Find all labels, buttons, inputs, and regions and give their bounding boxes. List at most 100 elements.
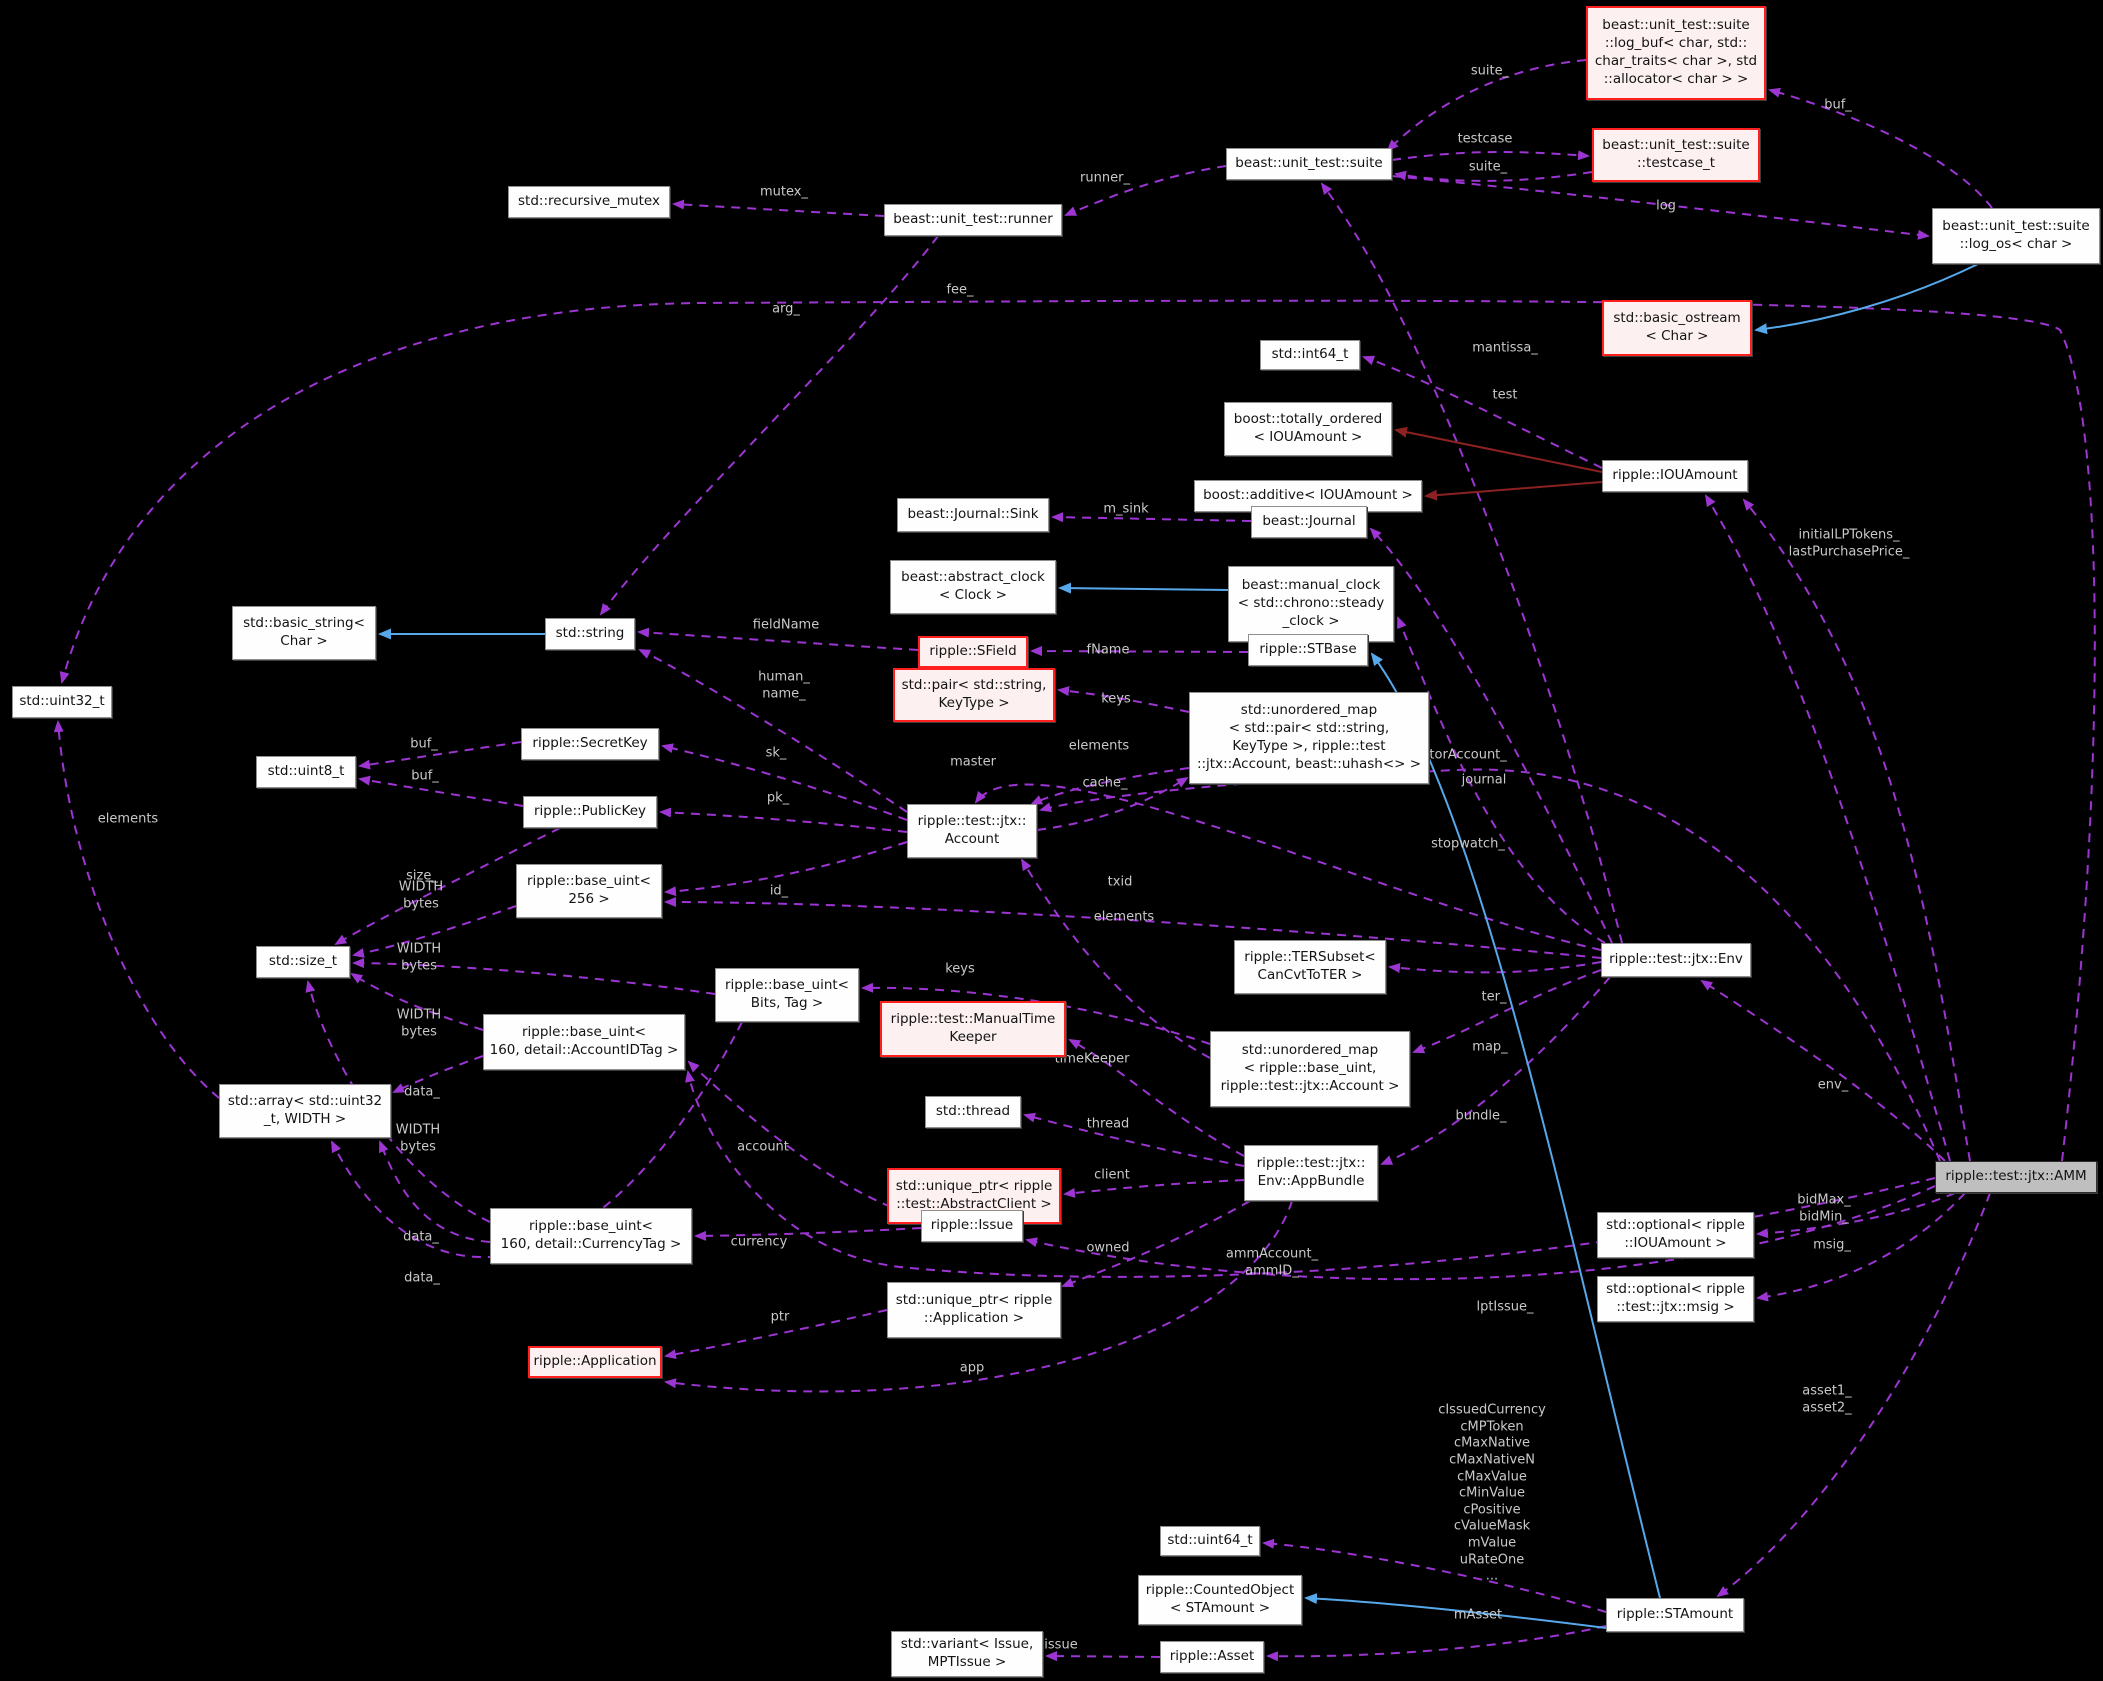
edge-label-bundle-app: app	[959, 1360, 985, 1376]
node-uint64-t[interactable]: std::uint64_t	[1160, 1526, 1260, 1556]
edge-env-map	[1412, 969, 1602, 1054]
edge-label-runner-string: arg_	[772, 301, 800, 317]
node-uint32-t[interactable]: std::uint32_t	[12, 686, 112, 718]
edge-bundle-client	[1063, 1179, 1245, 1198]
node-additive[interactable]: boost::additive< IOUAmount >	[1194, 480, 1422, 512]
edge-manualclock-abstract	[1058, 582, 1229, 594]
edge-label-amm-assets: asset1_ asset2_	[1802, 1383, 1852, 1415]
node-issue[interactable]: ripple::Issue	[921, 1210, 1023, 1242]
node-thread[interactable]: std::thread	[925, 1096, 1021, 1128]
node-runner[interactable]: beast::unit_test::runner	[884, 204, 1062, 236]
edge-label-stbase-sfield: fName	[1086, 642, 1130, 658]
edge-env-stopwatch	[1397, 616, 1606, 944]
node-tersubset[interactable]: ripple::TERSubset< CanCvtToTER >	[1234, 940, 1386, 994]
edge-bacct-sizet	[350, 972, 484, 1031]
edge-label-amm-bid: bidMax_ bidMin_	[1797, 1192, 1851, 1224]
edge-suite-testcase	[1391, 150, 1590, 161]
node-application[interactable]: ripple::Application	[528, 1346, 662, 1378]
node-array-uint32[interactable]: std::array< std::uint32 _t, WIDTH >	[219, 1084, 391, 1138]
node-variant-issue[interactable]: std::variant< Issue, MPTIssue >	[891, 1631, 1043, 1677]
edge-label-umapacct-account: elements	[1093, 909, 1155, 925]
node-journal[interactable]: beast::Journal	[1251, 506, 1367, 538]
node-stbase[interactable]: ripple::STBase	[1248, 634, 1368, 666]
node-uint8-t[interactable]: std::uint8_t	[256, 756, 356, 788]
node-manual-time-keeper[interactable]: ripple::test::ManualTime Keeper	[880, 1001, 1066, 1057]
node-stamount[interactable]: ripple::STAmount	[1606, 1598, 1744, 1632]
node-base-uint-accountid[interactable]: ripple::base_uint< 160, detail::AccountI…	[483, 1014, 685, 1070]
edge-stamount-uint64	[1262, 1538, 1607, 1613]
edge-label-suite-logos: log	[1656, 198, 1676, 214]
node-journal-sink[interactable]: beast::Journal::Sink	[897, 498, 1049, 532]
node-asset[interactable]: ripple::Asset	[1160, 1641, 1264, 1673]
node-amm[interactable]: ripple::test::jtx::AMM	[1935, 1161, 2097, 1193]
node-base-uint-currency[interactable]: ripple::base_uint< 160, detail::Currency…	[490, 1208, 692, 1264]
edge-secretkey-uint8	[358, 741, 522, 770]
node-publickey[interactable]: ripple::PublicKey	[523, 796, 657, 828]
edge-label-amm-msig: msig_	[1813, 1237, 1851, 1253]
node-suite[interactable]: beast::unit_test::suite	[1226, 148, 1392, 180]
edge-amm-iou-2	[1742, 498, 1971, 1162]
edge-label-amm-uint32: fee_	[946, 282, 974, 298]
edge-label-runner-mutex: mutex_	[760, 184, 808, 200]
edge-env-ter	[1388, 961, 1602, 974]
edge-logos-basicostream	[1754, 263, 1979, 335]
node-base-uint-bits[interactable]: ripple::base_uint< Bits, Tag >	[715, 968, 859, 1022]
node-abstract-clock[interactable]: beast::abstract_clock < Clock >	[890, 560, 1056, 614]
node-size-t[interactable]: std::size_t	[256, 946, 350, 978]
edge-array-uint32	[53, 720, 220, 1099]
edge-account-string	[638, 649, 908, 813]
node-iouamount[interactable]: ripple::IOUAmount	[1602, 460, 1748, 492]
node-basic-string[interactable]: std::basic_string< Char >	[232, 606, 376, 660]
edge-iou-int64	[1362, 355, 1603, 469]
edge-umapacct-account	[1020, 858, 1211, 1059]
node-testcase-t[interactable]: beast::unit_test::suite ::testcase_t	[1592, 128, 1760, 182]
node-manual-clock[interactable]: beast::manual_clock < std::chrono::stead…	[1228, 566, 1394, 642]
edge-account-umappair	[1036, 776, 1189, 831]
edge-sfield-string	[637, 627, 919, 651]
node-secretkey[interactable]: ripple::SecretKey	[521, 728, 659, 760]
node-optional-msig[interactable]: std::optional< ripple ::test::jtx::msig …	[1597, 1276, 1754, 1322]
node-sfield[interactable]: ripple::SField	[918, 636, 1028, 668]
edge-bundle-app	[664, 1200, 1293, 1393]
edge-label-env-ter: ter_	[1481, 989, 1507, 1005]
edge-label-account-string: human_ name_	[758, 669, 810, 701]
edge-label-array-uint32: elements	[97, 811, 159, 827]
node-pair-keytype[interactable]: std::pair< std::string, KeyType >	[893, 668, 1055, 722]
node-account[interactable]: ripple::test::jtx:: Account	[907, 804, 1037, 858]
edge-bundle-owned	[1061, 1200, 1251, 1288]
node-umap-account[interactable]: std::unordered_map < ripple::base_uint, …	[1210, 1031, 1410, 1107]
node-totally-ordered[interactable]: boost::totally_ordered < IOUAmount >	[1224, 402, 1392, 456]
node-uptr-application[interactable]: std::unique_ptr< ripple ::Application >	[887, 1282, 1061, 1338]
edge-label-asset-variant: issue	[1044, 1637, 1078, 1653]
edge-label-publickey-sizet: size_	[406, 868, 438, 884]
edge-label-bcur-sizet: WIDTH bytes	[395, 1122, 441, 1154]
edge-amm-ammacct	[685, 1070, 1936, 1278]
edge-bcur-array	[379, 1140, 491, 1243]
edge-umapacct-baseuint	[861, 982, 1211, 1045]
node-appbundle[interactable]: ripple::test::jtx:: Env::AppBundle	[1244, 1145, 1378, 1201]
node-basic-ostream[interactable]: std::basic_ostream < Char >	[1602, 300, 1752, 356]
edge-logbuf-suite	[1386, 59, 1587, 152]
edge-label-iou-int64: mantissa_	[1472, 340, 1538, 356]
edge-iou-totallyordered	[1394, 426, 1603, 473]
edge-amm-bid	[1756, 1192, 1956, 1239]
edge-label-testcaset-suite: suite_	[1468, 159, 1508, 175]
node-env[interactable]: ripple::test::jtx::Env	[1601, 943, 1751, 977]
edge-label-publickey-uint8: buf_	[411, 768, 439, 784]
edge-stbase-sfield	[1030, 646, 1249, 657]
edge-label-env-bundle: bundle_	[1455, 1108, 1507, 1124]
node-string[interactable]: std::string	[545, 618, 635, 650]
node-umap-pair[interactable]: std::unordered_map < std::pair< std::str…	[1189, 692, 1429, 784]
edge-label-amm-iou-1: initialLPTokens_ lastPurchasePrice_	[1788, 527, 1910, 559]
node-recursive-mutex[interactable]: std::recursive_mutex	[508, 186, 670, 218]
node-int64-t[interactable]: std::int64_t	[1260, 340, 1360, 370]
edge-env-txid	[664, 897, 1602, 959]
edge-suite-logos	[1391, 175, 1930, 240]
node-counted-object[interactable]: ripple::CountedObject < STAmount >	[1138, 1575, 1302, 1625]
edge-label-secretkey-uint8: buf_	[410, 736, 438, 752]
node-optional-iou[interactable]: std::optional< ripple ::IOUAmount >	[1597, 1212, 1754, 1258]
node-base-uint-256[interactable]: ripple::base_uint< 256 >	[516, 864, 662, 918]
node-log-buf[interactable]: beast::unit_test::suite ::log_buf< char,…	[1586, 6, 1766, 100]
node-log-os[interactable]: beast::unit_test::suite ::log_os< char >	[1932, 208, 2100, 264]
edge-label-bbits-sizet: WIDTH bytes	[396, 941, 442, 973]
